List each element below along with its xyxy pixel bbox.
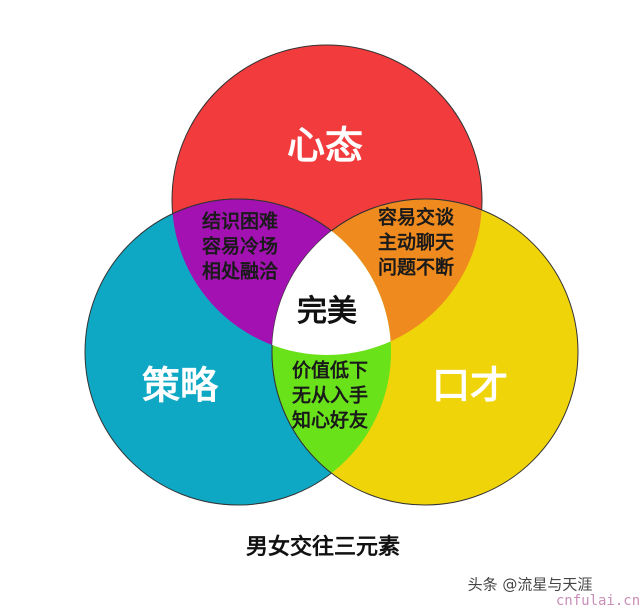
overlap-text-mindset-strategy: 结识困难 容易冷场 相处融洽: [202, 210, 278, 285]
overlap-all: [272, 199, 391, 355]
text-line: 无从入手: [291, 384, 369, 407]
text-line: 知心好友: [291, 409, 369, 432]
label-mindset: 心态: [286, 122, 364, 168]
watermark-author: 头条 @流星与天涯: [467, 575, 593, 594]
label-eloquence: 口才: [431, 362, 509, 408]
overlap-text-mindset-eloquence: 容易交谈 主动聊天 问题不断: [378, 206, 454, 281]
text-line: 主动聊天: [377, 231, 455, 254]
text-line: 价值低下: [291, 359, 369, 382]
text-line: 容易交谈: [377, 206, 455, 229]
text-line: 容易冷场: [201, 235, 279, 258]
label-strategy: 策略: [141, 362, 219, 408]
watermark-site: cnfulai.cn: [555, 593, 640, 609]
text-line: 结识困难: [201, 210, 279, 233]
diagram-title: 男女交往三元素: [245, 534, 401, 560]
overlap-text-strategy-eloquence: 价值低下 无从入手 知心好友: [292, 359, 368, 434]
text-line: 相处融洽: [201, 260, 279, 283]
label-perfect: 完美: [297, 294, 357, 329]
text-line: 问题不断: [377, 256, 455, 279]
